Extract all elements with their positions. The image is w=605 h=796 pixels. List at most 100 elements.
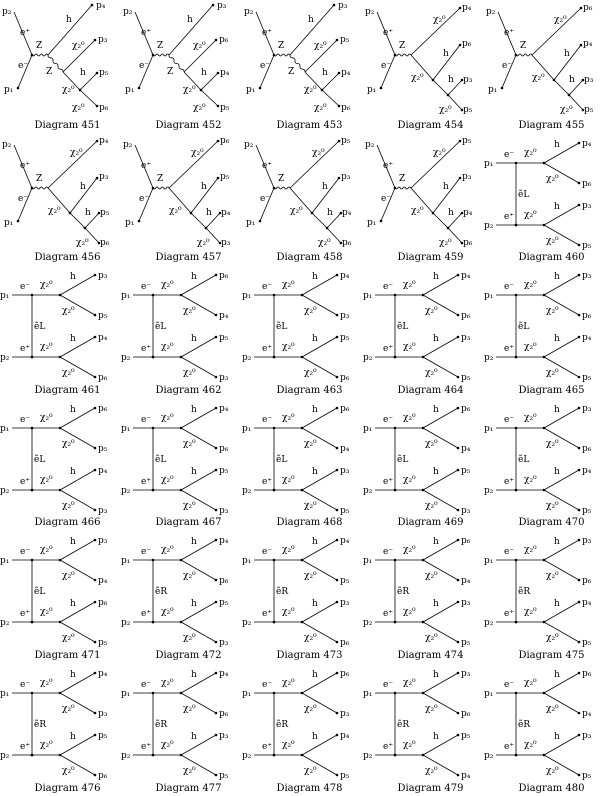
higgs-line [59,469,96,491]
higgs-label: h [312,272,318,282]
neutralino-line [62,39,96,73]
diagram-caption: Diagram 453 [276,119,343,131]
positron-label: e⁺ [141,742,151,752]
momentum-label: p₅ [461,373,471,383]
neutralino-label: χ₂⁰ [193,41,206,51]
higgs-label: h [187,15,193,25]
neutralino-label: χ₂⁰ [169,206,182,216]
neutralino-label: χ₂⁰ [62,439,75,449]
momentum-label: p₅ [100,208,110,218]
vertex-dot [456,313,460,317]
electron-label: e⁻ [262,282,272,292]
diagram-caption: Diagram 479 [397,782,464,794]
momentum-label: p₅ [582,373,592,383]
z-boson-line [152,186,170,189]
neutralino-label: χ₂⁰ [72,41,85,51]
momentum-label: p₆ [341,103,351,113]
electron-label: e⁻ [502,61,512,71]
p2-label: p₂ [121,618,131,628]
vertex-dot [214,601,218,604]
vertex-dot [335,671,339,675]
momentum-label: p₅ [340,333,350,343]
higgs-label: h [554,599,560,609]
higgs-line [59,407,96,429]
selectron-label: ẽL [518,454,529,465]
higgs-line [59,274,96,296]
vertex-dot [456,335,460,339]
vertex-dot [577,141,581,144]
p2-label: p₂ [363,486,373,496]
momentum-label: p₄ [340,536,350,546]
momentum-label: p₃ [98,35,108,45]
p1-label: p₁ [121,291,130,301]
z-label: Z [399,41,405,51]
vertex-dot [93,273,97,277]
electron-label: e⁻ [504,150,514,160]
neutralino-label: χ₂⁰ [282,342,295,352]
positron-line [376,144,396,188]
vertex-dot [458,139,462,142]
positron-label: e⁺ [383,742,393,752]
vertex-dot [581,108,585,112]
momentum-label: p₃ [462,172,472,182]
higgs-line [200,72,219,91]
momentum-label: p₅ [219,333,229,343]
momentum-label: p₃ [217,1,227,11]
neutralino-label: χ₂⁰ [76,238,89,248]
higgs-label: h [554,670,560,680]
momentum-label: p₃ [582,271,592,281]
diagram-caption: Diagram 451 [34,119,101,131]
vertex-dot [214,508,218,512]
p2-label: p₂ [0,618,10,628]
selectron-label: ẽL [34,321,45,332]
momentum-label: p₆ [340,669,350,679]
p2-label: p₂ [365,140,375,150]
neutralino-line [543,560,580,581]
neutralino-label: χ₂⁰ [304,633,317,643]
momentum-label: p₃ [340,598,350,608]
momentum-label: p₄ [98,576,108,586]
vertex-dot [93,446,97,450]
vertex-dot [335,641,339,644]
higgs-line [180,734,217,756]
vertex-dot [216,71,220,75]
higgs-line [553,44,582,81]
momentum-label: p₄ [462,3,472,13]
higgs-label: h [191,272,197,282]
neutralino-line [543,224,580,245]
neutralino-line [410,140,461,188]
diagram-caption: Diagram 455 [518,119,585,131]
neutralino-line [432,79,449,96]
vertex-dot [335,335,339,339]
neutralino-label: χ₂⁰ [304,501,317,511]
neutralino-label: χ₂⁰ [304,85,317,95]
higgs-line [422,274,459,296]
neutralino-label: χ₂⁰ [40,740,53,750]
positron-label: e⁺ [504,28,514,38]
higgs-line [180,469,217,491]
p1-label: p₁ [367,85,376,95]
vertex-dot [214,406,218,410]
neutralino-line [422,489,459,511]
vertex-dot [337,139,341,142]
electron-label: e⁻ [18,194,28,204]
neutralino-line [168,187,192,213]
higgs-line [543,407,580,429]
z-label: Z [46,67,52,77]
higgs-label: h [554,140,560,150]
higgs-label: h [85,208,91,218]
p2-label: p₂ [363,353,373,363]
vertex-dot [577,313,581,317]
momentum-label: p₄ [582,139,592,149]
higgs-label: h [70,405,76,415]
electron-label: e⁻ [18,61,28,71]
neutralino-line [180,427,217,449]
higgs-line [321,72,340,91]
diagram-caption: Diagram 464 [397,384,464,396]
positron-label: e⁺ [262,161,272,171]
p2-label: p₂ [484,353,494,363]
